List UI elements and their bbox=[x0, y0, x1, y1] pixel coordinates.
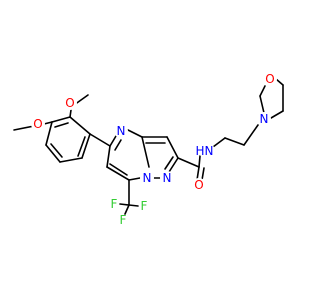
bond-c7-c6-inner bbox=[109, 163, 128, 176]
label-bg-n-pyrimidine bbox=[114, 124, 128, 138]
label-bg-n-pyrazole bbox=[160, 171, 174, 185]
bond-c5-n4-inner bbox=[114, 139, 122, 151]
oxygen-morpholine: O bbox=[265, 72, 274, 86]
nitrogen-pyrimidine: N bbox=[117, 124, 126, 138]
bond-c-o-top bbox=[69, 109, 72, 118]
bond-c-o-double-1 bbox=[196, 166, 200, 181]
label-bg-morph-o bbox=[263, 72, 277, 86]
bond-benzene-6 bbox=[51, 116, 71, 123]
bond-c-f2 bbox=[119, 203, 130, 206]
bond-aryl-link bbox=[89, 133, 111, 147]
bond-c2-carbonyl bbox=[177, 157, 200, 168]
bond-benzene-4 bbox=[45, 144, 61, 163]
bond-n-ch2-a bbox=[212, 137, 226, 148]
nitrogen-amide: N bbox=[205, 144, 214, 158]
bond-c-nh bbox=[198, 155, 201, 168]
nitrogen-morpholine: N bbox=[260, 112, 269, 126]
bond-c-o-left bbox=[43, 121, 53, 125]
bond-c-f1 bbox=[124, 204, 130, 215]
label-bg-methoxy-left bbox=[31, 117, 45, 131]
nitrogen-pyrazole: N bbox=[163, 171, 172, 185]
bond-benzene-5 bbox=[45, 121, 53, 146]
bond-morph-5 bbox=[270, 110, 284, 119]
bond-benzene-2-inner bbox=[77, 136, 86, 157]
fluorine-2: F bbox=[111, 197, 118, 211]
fluorine-3: F bbox=[141, 199, 148, 213]
bond-benzene-3 bbox=[59, 157, 83, 163]
label-bg-amide-o bbox=[192, 178, 206, 192]
bond-c3a-n-bridge bbox=[141, 136, 150, 168]
oxygen-carbonyl: O bbox=[194, 178, 203, 192]
bond-benzene-4-inner bbox=[50, 143, 63, 158]
bond-c5-n4 bbox=[109, 135, 117, 147]
bond-c-o-double-2 bbox=[201, 167, 205, 181]
atom-labels: O O N N N N H O N O F F F bbox=[31, 72, 277, 227]
bond-n4-c3a bbox=[127, 129, 143, 138]
bond-n-bridge-c7 bbox=[128, 177, 141, 181]
bond-c3-c2 bbox=[166, 136, 179, 159]
bond-morph-2 bbox=[259, 85, 266, 97]
bond-c2-n1 bbox=[168, 157, 179, 173]
molecule-structure-diagram: O O N N N N H O N O F F F bbox=[0, 0, 300, 300]
bond-c2-n1-inner bbox=[164, 156, 174, 170]
oxygen-methoxy-top: O bbox=[65, 96, 74, 110]
bond-methyl-left bbox=[13, 125, 35, 131]
bond-morph-3 bbox=[275, 78, 284, 86]
bond-c6-c5 bbox=[106, 145, 111, 168]
label-bg-amide-n bbox=[199, 143, 215, 159]
bond-benzene-6-inner bbox=[54, 122, 69, 128]
label-bg-methoxy-top bbox=[63, 96, 77, 110]
bond-benzene-1 bbox=[69, 116, 91, 135]
canvas-background bbox=[0, 0, 300, 300]
nitrogen-bridge: N bbox=[143, 171, 152, 185]
hydrogen-amide: H bbox=[195, 144, 204, 158]
bond-ch2-b-c bbox=[243, 124, 259, 146]
oxygen-methoxy-left: O bbox=[33, 117, 42, 131]
bonds bbox=[13, 78, 284, 215]
bond-c7-c6 bbox=[106, 166, 130, 181]
bond-ch2-a-b bbox=[224, 137, 245, 146]
fluorine-1: F bbox=[120, 213, 127, 227]
bond-benzene-2 bbox=[81, 133, 91, 159]
label-bg-n-bridge bbox=[140, 171, 154, 185]
label-bg-morph-n bbox=[257, 112, 271, 126]
bond-morph-1 bbox=[259, 95, 265, 114]
bond-c-f3 bbox=[128, 204, 139, 207]
